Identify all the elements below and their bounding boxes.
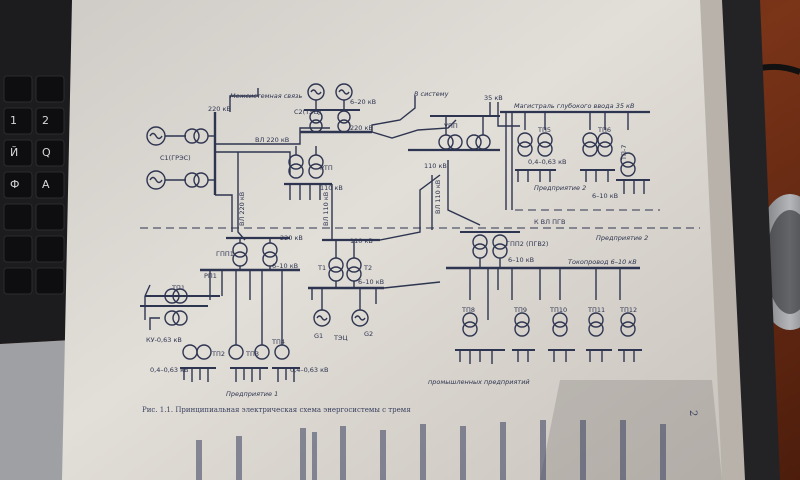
laptop-keyboard: 1 Q A 2 Й Ф [0,0,84,480]
page-body-text [196,420,666,480]
label-magistral: Магистраль глубокого ввода 35 кВ [514,102,635,110]
label-v220: 220 кВ [350,124,373,132]
label-grs: С1(ГРЭС) [160,154,191,162]
label-tp1: ТП1 [171,284,185,292]
label-enterprises: промышленных предприятий [428,378,530,386]
label-t2: Т2 [363,264,372,272]
figure-caption: Рис. 1.1. Принципиальная электрическая с… [142,406,411,414]
label-enterprise-1: Предприятие 1 [226,390,278,398]
label-tp2: ТП2 [211,350,225,358]
power-system-schematic [140,83,700,382]
label-v6-10: 6–10 кВ [592,192,618,200]
key-label: 1 [10,114,17,127]
label-upp: УПП [444,122,458,130]
book-page [62,0,722,480]
page-number: 2 [687,410,698,416]
key-label: 2 [42,114,49,127]
label-vl110: ВЛ 110 кВ [434,180,442,214]
label-tp8: ТП8 [461,306,475,314]
label-gpp2: ГПП2 (ПГВ2) [506,240,548,248]
label-tokoprovod: Токопровод 6–10 кВ [568,258,637,266]
label-tp12: ТП12 [619,306,637,314]
label-g1: G1 [314,332,323,340]
label-v6-10: 6–10 кВ [358,278,384,286]
key-label: Q [42,146,51,159]
label-tec-station: ТЭЦ [333,334,348,342]
label-tp4: ТП4 [271,338,285,346]
label-t1: Т1 [317,264,326,272]
label-vl220-side: ВЛ 220 кВ [238,192,246,226]
label-v35: 35 кВ [484,94,503,102]
label-v063: 0,4–0,63 кВ [528,158,567,166]
label-tp11: ТП11 [587,306,605,314]
schematic-labels: Межсистемная связь В систему 220 кВ С2(Т… [146,90,648,398]
label-vl110: ВЛ 110 кВ [322,192,330,226]
label-v220: 220 кВ [208,105,231,113]
page-shadow [540,380,722,480]
label-v6-20: 6–20 кВ [350,98,376,106]
label-tp10: ТП10 [549,306,567,314]
label-enterprise-2: Предприятие 2 [534,184,586,192]
label-rp1: РП1 [204,272,217,280]
label-vl-pgv: К ВЛ ПГВ [534,218,565,226]
label-v063: 0,4–0,63 кВ [290,366,329,374]
label-gpp1: ГПП1 [216,250,234,258]
key-label: Й [10,146,18,159]
label-g2: G2 [364,330,373,338]
label-tp6: ТП6 [597,126,611,134]
label-ku: КУ-0,63 кВ [146,336,182,344]
label-v110: 110 кВ [320,184,343,192]
label-tp5: ТП5 [537,126,551,134]
label-v6-10: 6–10 кВ [508,256,534,264]
label-v220: 220 кВ [280,234,303,242]
label-v110: 110 кВ [350,237,373,245]
label-v6-10: 6–10 кВ [272,262,298,270]
key-label: Ф [10,178,19,191]
label-tp7: ТП-7 [620,145,628,161]
label-tp3: ТП3 [245,350,259,358]
label-to-system: В систему [414,90,449,98]
label-enterprise-2: Предприятие 2 [596,234,648,242]
label-v110: 110 кВ [424,162,447,170]
label-intersystem: Межсистемная связь [230,92,303,100]
transformer-symbol [184,128,209,188]
label-tp9: ТП9 [513,306,527,314]
key-label: A [42,178,50,191]
label-vl220: ВЛ 220 кВ [255,136,289,144]
label-v063: 0,4–0,63 кВ [150,366,189,374]
label-rtp: РТП [320,164,333,172]
label-tec: С2(ТЭЦ) [294,108,321,116]
